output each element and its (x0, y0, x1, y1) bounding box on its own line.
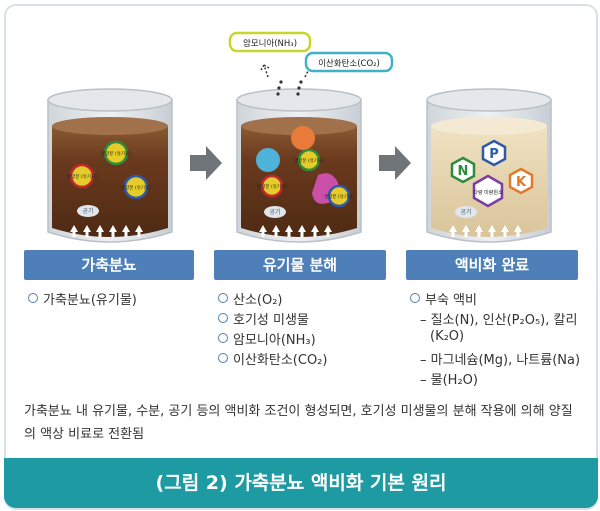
process-arrow (379, 146, 411, 180)
stage-title-raw: 가축분뇨 (24, 250, 194, 280)
stage-title-decomposition: 유기물 분해 (214, 250, 386, 280)
nutrient-blob (123, 174, 149, 200)
blob-label: 영양분 (유기물) (324, 193, 354, 200)
nutrient-P-label: P (489, 147, 499, 162)
ammonia-box (228, 31, 312, 53)
gas-dots (276, 80, 303, 96)
nutrient-hex-K (508, 167, 534, 195)
air-bubble (77, 205, 99, 217)
nutrient-K-label: K (516, 175, 527, 190)
list-item: 산소(O₂) (218, 289, 283, 308)
list-item: 가축분뇨(유기물) (28, 289, 137, 308)
air-bubble (455, 206, 477, 218)
micro-label: 다량 미량원소 (473, 189, 503, 196)
ammonia-label: 암모니아(NH₃) (243, 38, 297, 49)
microbe (256, 148, 280, 172)
microbe (291, 126, 315, 150)
nutrient-blob (297, 148, 321, 172)
list-item: 이산화탄소(CO₂) (218, 349, 327, 368)
air-arrows-3 (449, 225, 522, 237)
process-arrow (190, 146, 222, 180)
blob-label: 영양분 (유기물) (294, 157, 324, 164)
list-item: 호기성 미생물 (218, 309, 309, 328)
air-label: 공기 (82, 207, 93, 215)
jar-liquid-fertilizer (426, 88, 552, 243)
list-item: 부숙 액비 (410, 289, 477, 308)
sub-item: – 마그네슘(Mg), 나트륨(Na) (420, 353, 581, 368)
sub-item: – 물(H₂O) (420, 373, 478, 388)
nutrient-N-label: N (458, 164, 469, 179)
jar-decomposition (236, 64, 362, 243)
blob-label: 영양분 (유기물) (121, 184, 151, 191)
nutrient-hex-P (481, 139, 507, 167)
nutrient-blob (260, 174, 284, 198)
sub-item: (K₂O) (430, 329, 465, 344)
jar-raw-manure (47, 88, 173, 243)
air-label: 공기 (269, 208, 280, 216)
nutrient-hex-N (450, 156, 476, 184)
nutrient-blob (327, 184, 351, 208)
stage-title-complete: 액비화 완료 (406, 250, 578, 280)
air-label: 공기 (460, 208, 471, 216)
co2-label: 이산화탄소(CO₂) (318, 58, 380, 69)
micro-hex (472, 174, 504, 208)
figure-title: (그림 2) 가축분뇨 액비화 기본 원리 (4, 458, 598, 508)
air-bubble (264, 206, 286, 218)
co2-box (304, 51, 394, 73)
air-arrows-2 (259, 225, 332, 237)
blob-label: 영양분 (유기물) (257, 183, 287, 190)
description-text: 가축분뇨 내 유기물, 수분, 공기 등의 액비화 조건이 형성되면, 호기성 … (24, 404, 573, 442)
nutrient-blob (69, 163, 95, 189)
air-arrows-1 (70, 225, 143, 237)
list-item: 암모니아(NH₃) (218, 329, 316, 348)
sub-item: – 질소(N), 인산(P₂O₅), 칼리 (420, 313, 578, 328)
blob-label: 영양분 (유기물) (101, 150, 131, 157)
nutrient-blob (103, 140, 129, 166)
blob-label: 영양분 (유기물) (67, 173, 97, 180)
